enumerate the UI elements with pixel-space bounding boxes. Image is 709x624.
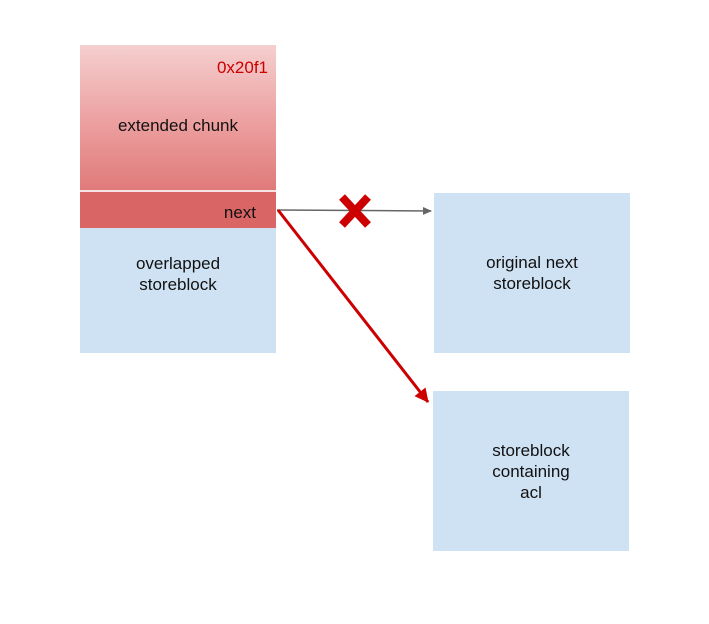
acl-storeblock-line1: storeblock bbox=[492, 440, 570, 460]
acl-storeblock-line2: containing bbox=[492, 461, 570, 481]
overlapped-storeblock-line1: overlapped bbox=[135, 254, 221, 273]
extended-chunk-label: extended chunk bbox=[117, 116, 239, 135]
original-next-storeblock: original next storeblock bbox=[434, 193, 630, 353]
original-next-storeblock-line2: storeblock bbox=[493, 274, 571, 293]
acl-storeblock-line3: acl bbox=[520, 482, 542, 502]
acl-storeblock: storeblock containing acl bbox=[433, 391, 629, 551]
overlapped-storeblock: overlapped storeblock bbox=[80, 228, 276, 353]
next-pointer-field: next bbox=[80, 192, 276, 228]
chunk-divider bbox=[80, 190, 276, 192]
overlapped-storeblock-line2: storeblock bbox=[139, 275, 217, 294]
chunk-size-label: 0x20f1 bbox=[216, 58, 268, 77]
new-next-pointer-arrow bbox=[276, 209, 430, 403]
x-mark-icon bbox=[339, 194, 371, 228]
next-pointer-label: next bbox=[223, 203, 256, 222]
original-next-storeblock-line1: original next bbox=[486, 253, 578, 272]
extended-chunk: 0x20f1 extended chunk bbox=[80, 45, 276, 190]
